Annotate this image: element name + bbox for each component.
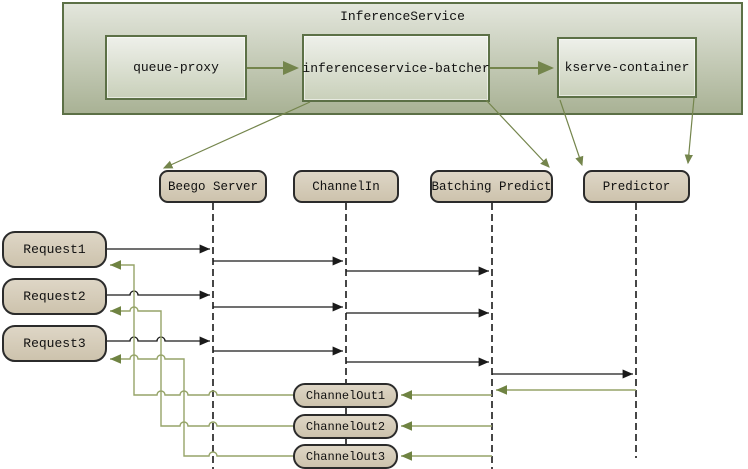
queue-proxy-node: queue-proxy [105,35,247,100]
kserve-container-node: kserve-container [557,37,697,98]
request2-node: Request2 [2,278,107,315]
inferenceservice-batcher-node: inferenceservice-batcher [302,34,490,102]
predictor-label: Predictor [602,179,671,194]
kserve-container-label: kserve-container [564,60,690,75]
channelin-label: ChannelIn [312,179,380,194]
arrow-request2-to-beego [107,290,210,300]
inference-service-title: InferenceService [340,9,465,24]
channelout2-node: ChannelOut2 [293,414,398,439]
arrow-channelout2-to-request2 [110,306,293,427]
request2-label: Request2 [23,289,86,304]
channelout1-label: ChannelOut1 [305,388,386,403]
arrow-channelout3-to-request3 [110,354,293,457]
queue-proxy-label: queue-proxy [133,60,219,75]
request1-node: Request1 [2,231,107,268]
channelout3-node: ChannelOut3 [293,444,398,469]
request-message-arrows [107,244,633,379]
lifeline-header-predictor: Predictor [583,170,690,203]
request1-label: Request1 [23,242,86,257]
lifeline-header-beego-server: Beego Server [159,170,267,203]
channelout1-node: ChannelOut1 [293,383,398,408]
lifeline-header-batching-predict: Batching Predict [430,170,553,203]
channelout3-label: ChannelOut3 [305,449,386,464]
arrow-request3-to-beego [107,336,210,346]
lifelines-group [212,203,637,469]
beego-server-label: Beego Server [167,179,258,194]
inferenceservice-batcher-label: inferenceservice-batcher [302,60,490,76]
request3-label: Request3 [23,336,86,351]
request3-node: Request3 [2,325,107,362]
channelout2-label: ChannelOut2 [305,419,386,434]
arrow-channelout1-to-request1 [110,260,293,396]
lifeline-header-channelin: ChannelIn [293,170,399,203]
batching-predict-label: Batching Predict [431,179,552,194]
